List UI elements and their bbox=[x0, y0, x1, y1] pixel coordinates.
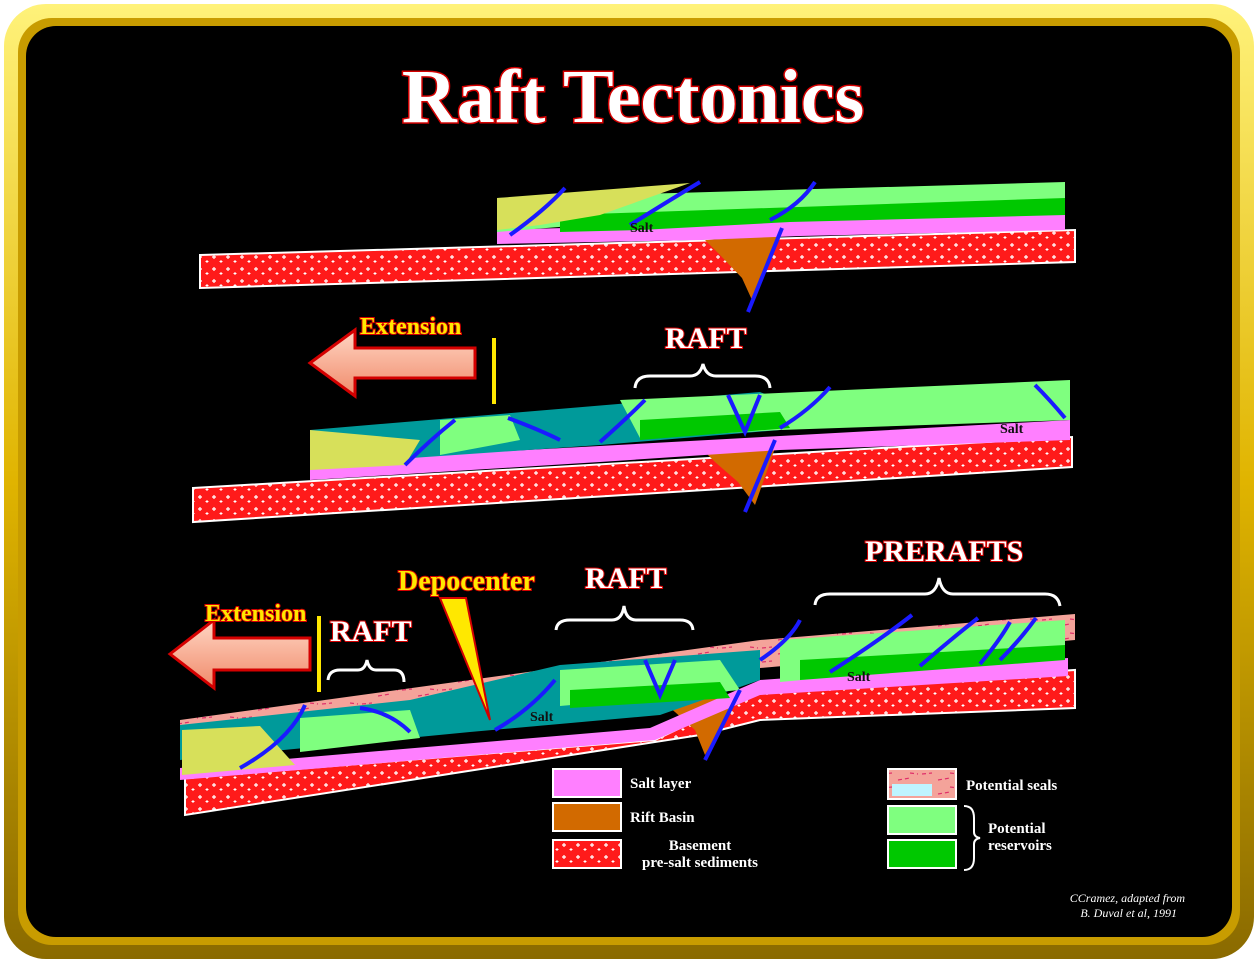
cross-section-3: Salt Salt bbox=[180, 613, 1076, 817]
cross-section-2: Salt bbox=[192, 380, 1073, 524]
prerafts-brace bbox=[813, 577, 1062, 607]
legend-swatch-seals-accent bbox=[892, 784, 932, 796]
light-green-block bbox=[440, 415, 520, 455]
legend-rift-label: Rift Basin bbox=[630, 810, 695, 826]
basement-block bbox=[199, 228, 1076, 290]
salt-layer bbox=[180, 658, 1068, 780]
prerafts-label: PRERAFTS bbox=[865, 535, 1023, 568]
legend-presalt-label: pre-salt sediments bbox=[642, 855, 758, 871]
extension-label: Extension bbox=[205, 601, 306, 627]
yellow-wedge bbox=[182, 726, 295, 775]
fault-line bbox=[239, 704, 307, 770]
fault-line bbox=[403, 418, 457, 467]
credit-line-1: CCramez, adapted from bbox=[1070, 891, 1186, 905]
fault-line bbox=[508, 186, 567, 237]
legend-swatch-basement bbox=[552, 839, 622, 869]
raft-label: RAFT bbox=[585, 562, 667, 595]
light-green-block bbox=[300, 710, 420, 752]
yellow-wedge bbox=[310, 430, 420, 470]
basement-block bbox=[192, 435, 1073, 524]
fault-line bbox=[998, 616, 1038, 662]
rift-basin bbox=[705, 236, 780, 300]
dark-green-layer bbox=[560, 198, 1065, 232]
extension-label: Extension bbox=[360, 314, 461, 340]
salt-label: Salt bbox=[847, 670, 871, 685]
yellow-wedge bbox=[497, 183, 690, 230]
page-title: Raft Tectonics bbox=[402, 55, 864, 139]
raft-brace bbox=[633, 363, 772, 389]
raft-brace bbox=[326, 659, 406, 683]
fault-line bbox=[769, 180, 817, 222]
fault-line bbox=[598, 398, 647, 444]
dark-green-raft bbox=[570, 682, 730, 708]
fault-line bbox=[703, 689, 742, 761]
dark-green-raft bbox=[640, 412, 790, 440]
legend-swatch-rift bbox=[552, 802, 622, 832]
fault-line bbox=[643, 659, 677, 701]
salt-label: Salt bbox=[1000, 422, 1024, 437]
legend-reservoirs-label-2: reservoirs bbox=[988, 838, 1052, 854]
legend-salt-label: Salt layer bbox=[630, 776, 692, 792]
raft-brace bbox=[554, 605, 695, 631]
fault-line bbox=[828, 613, 914, 674]
fault-line bbox=[746, 227, 784, 313]
salt-label: Salt bbox=[530, 710, 554, 725]
fault-line bbox=[726, 394, 762, 438]
raft-label: RAFT bbox=[665, 322, 747, 355]
legend-basement-label: Basement bbox=[669, 838, 732, 854]
legend-swatch-dark-reservoir bbox=[887, 839, 957, 869]
legend-swatch-salt bbox=[552, 768, 622, 798]
legend-reservoir-brace bbox=[963, 805, 981, 871]
fault-line bbox=[359, 706, 412, 734]
legend-seals-label: Potential seals bbox=[966, 778, 1057, 794]
salt-label: Salt bbox=[630, 221, 654, 236]
fault-line bbox=[507, 416, 561, 442]
cross-section-1: Salt bbox=[199, 180, 1076, 313]
dark-green-prerafts bbox=[800, 645, 1065, 680]
fault-line bbox=[494, 678, 557, 732]
fault-line bbox=[758, 619, 802, 662]
depocenter-arrow bbox=[438, 597, 491, 721]
depocenter-callout: Depocenter bbox=[397, 565, 536, 721]
legend-reservoirs-label-1: Potential bbox=[988, 821, 1046, 837]
fault-line bbox=[778, 385, 832, 430]
salt-layer bbox=[310, 420, 1070, 480]
fault-line bbox=[628, 180, 702, 227]
fault-line bbox=[743, 439, 777, 513]
rift-basin bbox=[705, 448, 775, 505]
raft-label: RAFT bbox=[330, 615, 412, 648]
legend: Salt layer Rift Basin Basement pre-salt … bbox=[552, 768, 1057, 871]
extension-arrow-1: Extension bbox=[307, 313, 477, 399]
depocenter-label: Depocenter bbox=[398, 566, 535, 597]
legend-swatch-light-reservoir bbox=[887, 805, 957, 835]
fault-line bbox=[918, 616, 980, 668]
fault-line bbox=[978, 621, 1012, 666]
credit-line-2: B. Duval et al, 1991 bbox=[1080, 906, 1177, 920]
extension-arrow-2: Extension bbox=[167, 600, 312, 692]
fault-line bbox=[1033, 383, 1067, 420]
